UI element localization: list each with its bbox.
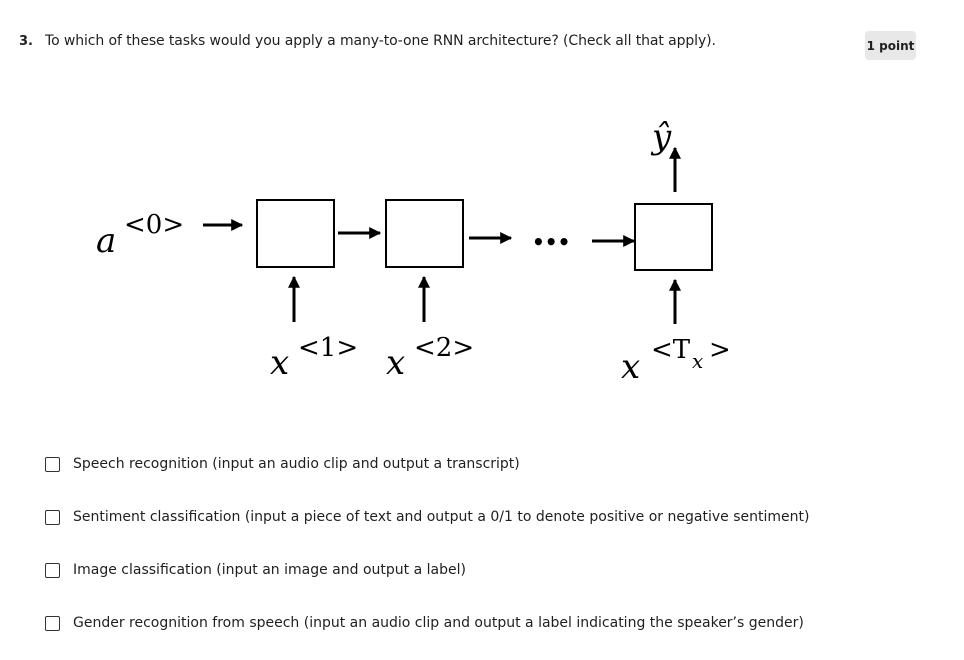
rnn-cell-2 xyxy=(385,199,464,268)
initial-activation-label: a <0> xyxy=(96,210,184,261)
option-label: Image classification (input an image and… xyxy=(73,562,466,578)
option-speech-recognition[interactable]: Speech recognition (input an audio clip … xyxy=(45,454,520,474)
checkbox[interactable] xyxy=(45,615,60,631)
rnn-diagram: a <0> ••• ŷ x <1> x <2> x <T x > xyxy=(96,117,731,387)
points-badge: 1 point xyxy=(865,31,916,60)
ellipsis: ••• xyxy=(532,230,570,254)
rnn-cell-tx xyxy=(634,203,713,271)
option-label: Speech recognition (input an audio clip … xyxy=(73,456,520,472)
input-label-x1: x <1> xyxy=(270,333,358,383)
option-sentiment-classification[interactable]: Sentiment classification (input a piece … xyxy=(45,507,809,527)
input-label-x2: x <2> xyxy=(386,333,474,383)
checkbox[interactable] xyxy=(45,562,60,578)
checkbox[interactable] xyxy=(45,509,60,525)
option-label: Gender recognition from speech (input an… xyxy=(73,615,804,631)
option-image-classification[interactable]: Image classification (input an image and… xyxy=(45,560,466,580)
option-label: Sentiment classification (input a piece … xyxy=(73,509,810,525)
option-gender-recognition[interactable]: Gender recognition from speech (input an… xyxy=(45,613,804,633)
input-label-xtx: x <T x > xyxy=(621,335,731,387)
question-text: To which of these tasks would you apply … xyxy=(45,33,716,49)
output-y-hat-label: ŷ xyxy=(650,117,672,157)
question-number: 3. xyxy=(19,34,33,49)
checkbox[interactable] xyxy=(45,456,60,472)
rnn-cell-1 xyxy=(256,199,335,268)
